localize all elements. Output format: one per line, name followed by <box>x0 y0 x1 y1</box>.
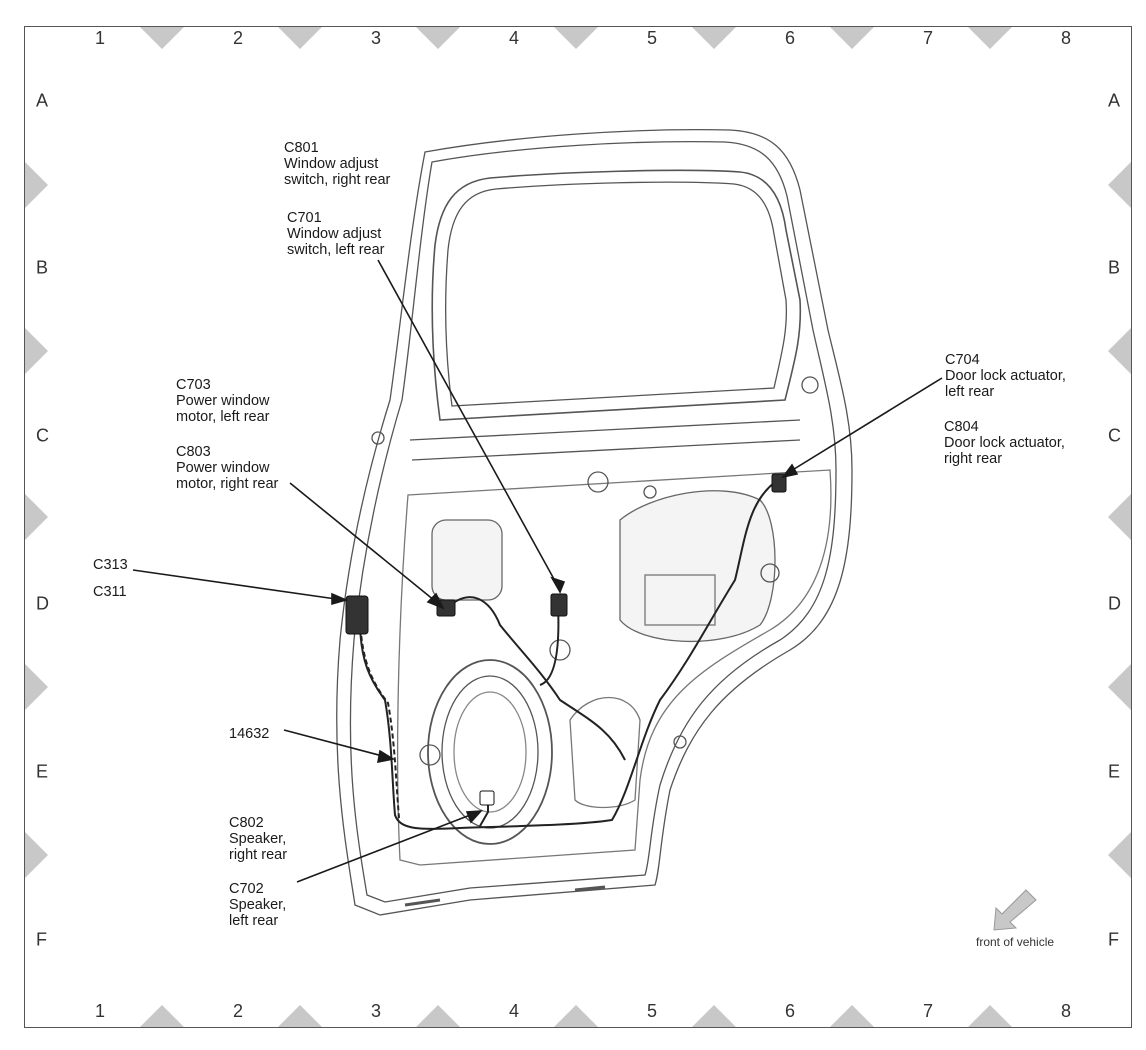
c313-c311-connector <box>345 595 369 635</box>
door-panel <box>336 129 853 916</box>
grid-markers <box>25 27 1131 1027</box>
callout-14632: 14632 <box>229 726 270 742</box>
grid-col-top: 5 <box>646 28 658 48</box>
callout-c701: C701 Window adjust switch, left rear <box>287 210 385 258</box>
grid-row-left: B <box>36 257 49 278</box>
grid-row-left: D <box>36 593 49 614</box>
callout-c801: C801 Window adjust switch, right rear <box>284 140 391 188</box>
callout-c803: C803 Power window motor, right rear <box>176 444 279 492</box>
front-of-vehicle-label: front of vehicle <box>976 935 1055 949</box>
grid-col-bottom: 7 <box>922 1001 934 1021</box>
callout-c703: C703 Power window motor, left rear <box>176 377 270 425</box>
grid-col-bottom: 4 <box>508 1001 520 1021</box>
grid-col-bottom: 1 <box>94 1001 106 1021</box>
grid-row-left: C <box>36 425 49 446</box>
grid-col-top: 4 <box>508 28 520 48</box>
c704-c804-connector <box>771 473 787 493</box>
callout-c802: C802 Speaker, right rear <box>229 815 288 863</box>
grid-row-right: A <box>1108 90 1121 111</box>
grid-row-right: E <box>1108 761 1121 782</box>
grid-col-bottom: 2 <box>232 1001 244 1021</box>
grid-col-bottom: 3 <box>370 1001 382 1021</box>
grid-col-top: 6 <box>784 28 796 48</box>
c701-c801-connector <box>550 593 568 617</box>
callout-c702: C702 Speaker, left rear <box>229 881 287 929</box>
wiring-harness-14632 <box>359 479 779 830</box>
grid-col-top: 7 <box>922 28 934 48</box>
grid-row-right: F <box>1108 929 1119 950</box>
grid-row-right: D <box>1108 593 1121 614</box>
grid-col-bottom: 5 <box>646 1001 658 1021</box>
grid-col-bottom: 8 <box>1060 1001 1072 1021</box>
callout-c804: C804 Door lock actuator, right rear <box>944 419 1065 467</box>
callout-c704: C704 Door lock actuator, left rear <box>945 352 1066 400</box>
callout-c311: C311 <box>93 584 127 600</box>
grid-col-top: 8 <box>1060 28 1072 48</box>
c702-c802-connector <box>479 790 495 806</box>
callout-c313: C313 <box>93 557 128 573</box>
grid-col-top: 3 <box>370 28 382 48</box>
grid-col-bottom: 6 <box>784 1001 796 1021</box>
grid-row-right: C <box>1108 425 1121 446</box>
grid-row-left: E <box>36 761 49 782</box>
leader-lines <box>132 259 943 883</box>
grid-row-left: F <box>36 929 47 950</box>
grid-row-right: B <box>1108 257 1121 278</box>
grid-col-top: 2 <box>232 28 244 48</box>
diagram-frame <box>24 26 1132 1028</box>
arrow-down-left-icon <box>993 889 1037 931</box>
grid-col-top: 1 <box>94 28 106 48</box>
grid-row-left: A <box>36 90 49 111</box>
